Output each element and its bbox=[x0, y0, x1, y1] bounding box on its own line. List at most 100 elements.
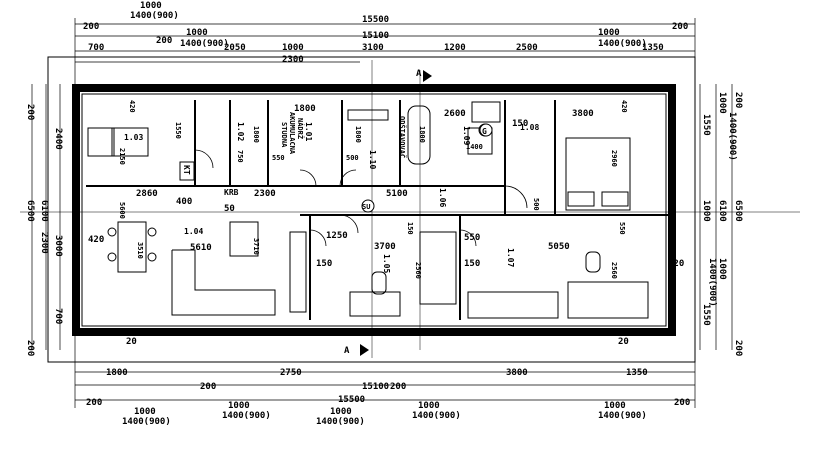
room-mid-w: 3700 bbox=[374, 242, 396, 252]
win-bot-4-w: 1000 bbox=[604, 401, 626, 411]
bedroom-d: 2960 bbox=[610, 150, 618, 167]
dim-top3-1: 2050 bbox=[224, 43, 246, 53]
kitchen-area: 1.03 bbox=[124, 133, 143, 142]
dim-right-win-w: 1000 bbox=[717, 92, 727, 114]
dim-500: 500 bbox=[532, 198, 540, 211]
dim-left-2300: 2300 bbox=[39, 232, 49, 254]
kt-box bbox=[179, 161, 195, 181]
dim-550b: 550 bbox=[618, 222, 626, 235]
dim-top3-3: 3100 bbox=[362, 43, 384, 53]
dim-top3-5: 2500 bbox=[516, 43, 538, 53]
dim-top2-win-h: 1400(900) bbox=[180, 39, 229, 49]
dim-2300: 2300 bbox=[254, 189, 276, 199]
room-right-d: 2560 bbox=[610, 262, 618, 279]
su-circle bbox=[361, 199, 375, 213]
room-mid-d: 2560 bbox=[414, 262, 422, 279]
dim-bot-mid200: 200 bbox=[200, 382, 216, 392]
interior-walls bbox=[86, 100, 668, 320]
dim-right-inner: 6100 bbox=[717, 200, 727, 222]
dim-left-top: 200 bbox=[25, 104, 35, 120]
dim-right-win2-w: 1000 bbox=[717, 258, 727, 280]
dim-right-total: 6500 bbox=[733, 200, 743, 222]
dim-right-top: 200 bbox=[733, 92, 743, 108]
section-marker-bottom: A bbox=[344, 346, 350, 356]
win-bot-3-h: 1400(900) bbox=[412, 411, 461, 421]
g-circle bbox=[479, 123, 493, 137]
dim-2600: 2600 bbox=[444, 109, 466, 119]
dim-420d: 420 bbox=[668, 259, 684, 269]
dim-top3-0: 700 bbox=[88, 43, 104, 53]
dim-1800b: 1800 bbox=[252, 126, 260, 143]
room-right-w: 5050 bbox=[548, 242, 570, 252]
win-bot-0-w: 1000 bbox=[134, 407, 156, 417]
dim-left-2400: 2400 bbox=[53, 128, 63, 150]
dim-right-1550b: 1550 bbox=[701, 304, 711, 326]
hall-main-w: 5100 bbox=[386, 189, 408, 199]
dim-5600: 5600 bbox=[118, 202, 126, 219]
dim-top3-4: 1200 bbox=[444, 43, 466, 53]
dim-lines-bottom bbox=[74, 336, 696, 408]
hall-top-area: 1.02 bbox=[236, 122, 245, 141]
dim-top2-gap: 200 bbox=[156, 36, 172, 46]
bath2-label: ODŠTAVOVAČ bbox=[398, 116, 407, 158]
dim-left-bottom: 200 bbox=[25, 340, 35, 356]
win-bot-1-w: 1000 bbox=[228, 401, 250, 411]
dim-20a: 20 bbox=[126, 337, 137, 347]
exterior-wall bbox=[72, 84, 676, 336]
dim-bot2-left: 200 bbox=[86, 398, 102, 408]
dim-right-1550: 1550 bbox=[701, 114, 711, 136]
dim-top2-win-w: 1000 bbox=[186, 28, 208, 38]
win-bot-0-h: 1400(900) bbox=[122, 417, 171, 427]
bath1-area: 1.10 bbox=[368, 150, 377, 169]
room-right-area: 1.07 bbox=[506, 248, 515, 267]
door-swings bbox=[194, 149, 528, 247]
dim-bot1-2: 15100 bbox=[362, 382, 389, 392]
bath1-w: 500 bbox=[346, 154, 359, 162]
grid-lines bbox=[20, 60, 800, 358]
dim-top3-7: 1350 bbox=[642, 43, 664, 53]
dim-1800c: 1800 bbox=[354, 126, 362, 143]
bath2-w: 1400 bbox=[466, 143, 483, 151]
dim-550: 550 bbox=[464, 233, 480, 243]
dim-400: 400 bbox=[176, 197, 192, 207]
dim-left-inner: 6100 bbox=[39, 200, 49, 222]
wardrobe-label-c: NÁDRŽ bbox=[296, 118, 305, 139]
exterior-wall-inner bbox=[81, 93, 667, 327]
win-bot-2-w: 1000 bbox=[330, 407, 352, 417]
dim-bot1-5: 1350 bbox=[626, 368, 648, 378]
dim-bot1-4: 3800 bbox=[506, 368, 528, 378]
wardrobe-label-a: STUDNA bbox=[280, 122, 288, 148]
dim-left-700: 700 bbox=[53, 308, 63, 324]
dim-right-bottom: 200 bbox=[733, 340, 743, 356]
dim-bot1-0: 1800 bbox=[106, 368, 128, 378]
furniture bbox=[87, 101, 649, 319]
living-w: 5610 bbox=[190, 243, 212, 253]
dim-1250: 1250 bbox=[326, 231, 348, 241]
dim-top-left: 200 bbox=[83, 22, 99, 32]
dim-420a: 420 bbox=[128, 100, 136, 113]
dim-top-win-w: 1000 bbox=[140, 1, 162, 11]
dim-top2-right-h: 1400(900) bbox=[598, 39, 647, 49]
outer-frame bbox=[47, 56, 696, 363]
dim-2860: 2860 bbox=[136, 189, 158, 199]
dim-420b: 420 bbox=[620, 100, 628, 113]
bedroom-area: 1.08 bbox=[520, 123, 539, 132]
dim-bot2-right: 200 bbox=[674, 398, 690, 408]
dim-top2-right-w: 1000 bbox=[598, 28, 620, 38]
dim-1800d: 1800 bbox=[418, 126, 426, 143]
dim-3510: 3510 bbox=[136, 242, 144, 259]
dim-top4: 2300 bbox=[282, 55, 304, 65]
hall-main-area: 1.06 bbox=[438, 188, 447, 207]
dim-bot1-1: 2750 bbox=[280, 368, 302, 378]
dim-lines-right bbox=[699, 84, 733, 350]
living-area: 1.04 bbox=[184, 227, 203, 236]
dim-bot2-total: 15500 bbox=[338, 395, 365, 405]
dim-150c: 150 bbox=[406, 222, 414, 235]
kitchen-w: 2150 bbox=[118, 148, 126, 165]
bedroom-w: 3800 bbox=[572, 109, 594, 119]
wardrobe-w: 550 bbox=[272, 154, 285, 162]
win-bot-4-h: 1400(900) bbox=[598, 411, 647, 421]
dim-50: 50 bbox=[224, 204, 235, 214]
win-bot-2-h: 1400(900) bbox=[316, 417, 365, 427]
